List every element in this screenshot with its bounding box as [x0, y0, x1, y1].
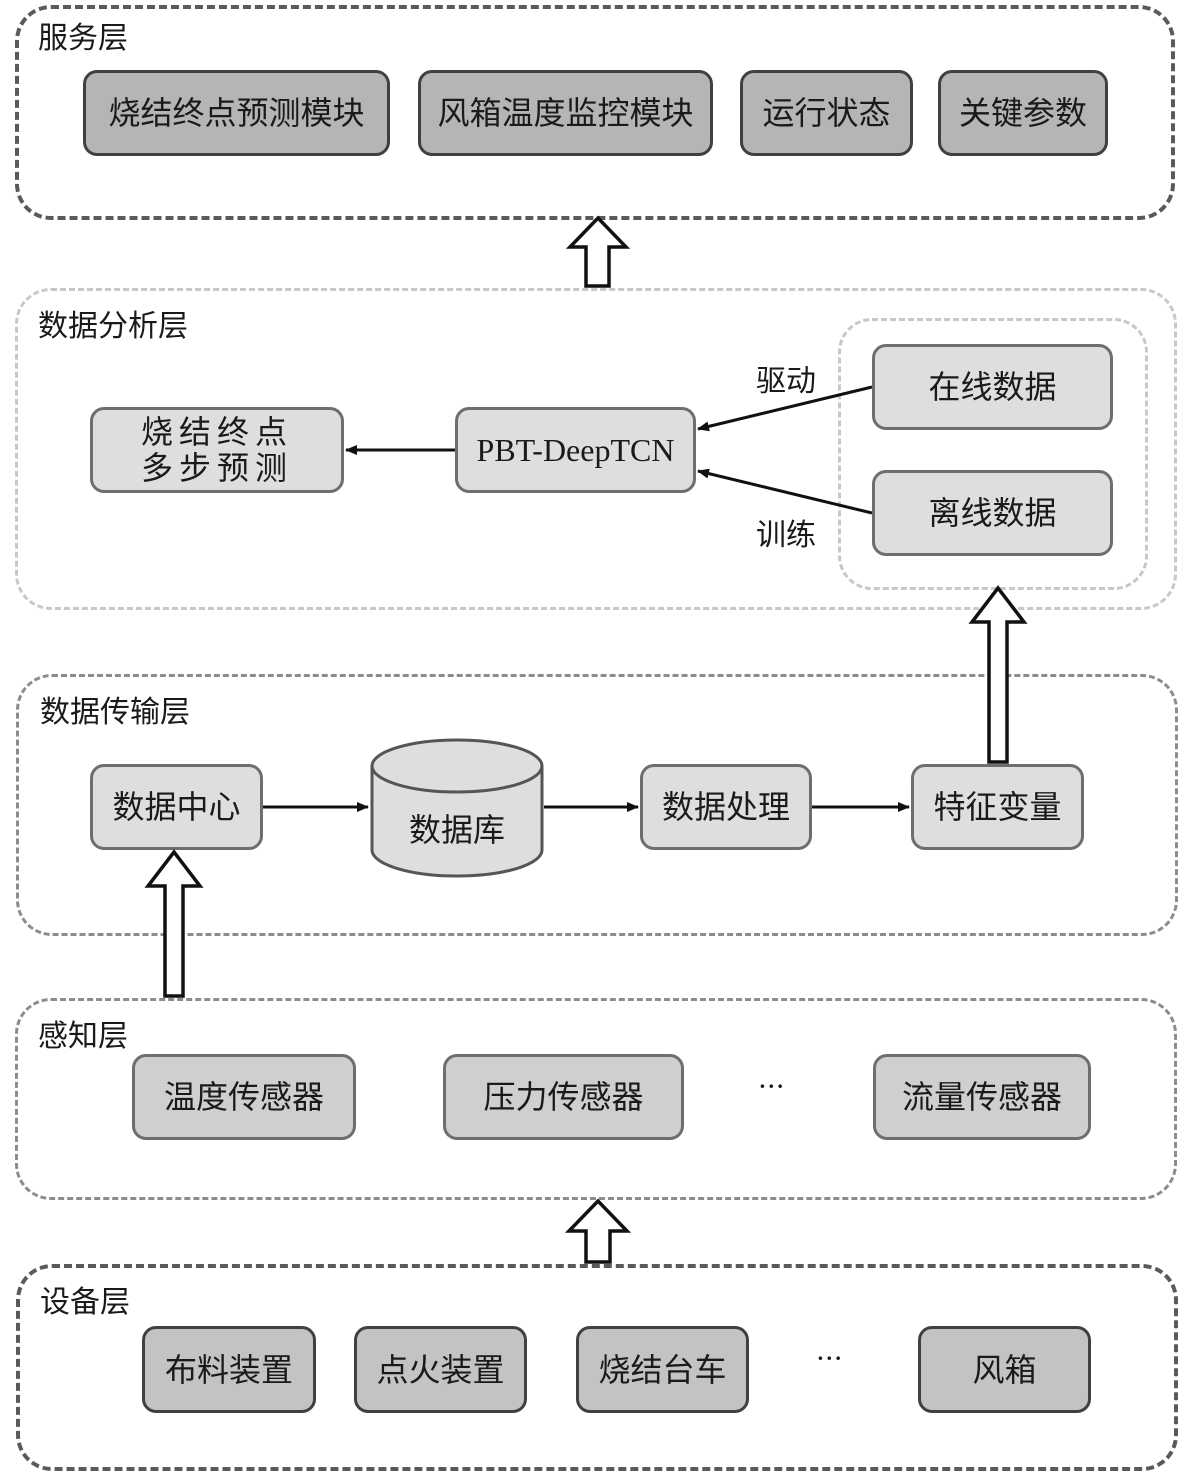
ignition-device-box: 点火装置 — [354, 1326, 527, 1413]
pressure-sensor-box: 压力传感器 — [443, 1054, 684, 1140]
service-layer-title: 服务层 — [38, 21, 128, 56]
flow-sensor-box: 流量传感器 — [873, 1054, 1091, 1140]
data-processing-box: 数据处理 — [640, 764, 812, 850]
data-analysis-layer-title: 数据分析层 — [38, 309, 188, 344]
data-transmission-layer-title: 数据传输层 — [40, 695, 190, 730]
drive-edge-label: 驱动 — [756, 364, 816, 399]
pbt-deeptcn-model-box: PBT-DeepTCN — [455, 407, 696, 493]
sintering-endpoint-prediction-module: 烧结终点预测模块 — [83, 70, 390, 156]
key-parameters-module: 关键参数 — [938, 70, 1108, 156]
feature-variables-box: 特征变量 — [911, 764, 1084, 850]
windbox-box: 风箱 — [918, 1326, 1091, 1413]
online-data-box: 在线数据 — [872, 344, 1113, 430]
perception-layer-title: 感知层 — [38, 1019, 128, 1054]
hollow-arrow-device-to-perception — [564, 1198, 632, 1264]
operating-status-module: 运行状态 — [740, 70, 913, 156]
windbox-temperature-monitoring-module: 风箱温度监控模块 — [418, 70, 713, 156]
train-edge-label: 训练 — [756, 518, 816, 553]
device-layer-title: 设备层 — [40, 1285, 130, 1320]
offline-data-box: 离线数据 — [872, 470, 1113, 556]
hollow-arrow-analysis-to-service — [565, 215, 631, 288]
database-label: 数据库 — [408, 811, 505, 849]
device-layer — [16, 1264, 1178, 1471]
distribution-device-box: 布料装置 — [142, 1326, 316, 1413]
data-center-box: 数据中心 — [90, 764, 263, 850]
data-transmission-layer — [16, 674, 1178, 936]
device-ellipsis: ··· — [816, 1342, 843, 1375]
prediction-line-2: 多步预测 — [140, 449, 293, 487]
sintering-trolley-box: 烧结台车 — [576, 1326, 749, 1413]
multi-step-prediction-box: 烧结终点 多步预测 — [90, 407, 344, 493]
database-icon — [370, 738, 544, 878]
data-analysis-layer — [15, 288, 1177, 610]
temperature-sensor-box: 温度传感器 — [132, 1054, 356, 1140]
perception-ellipsis: ··· — [758, 1070, 785, 1103]
prediction-line-1: 烧结终点 — [140, 413, 293, 451]
database-cylinder: 数据库 — [370, 738, 544, 878]
